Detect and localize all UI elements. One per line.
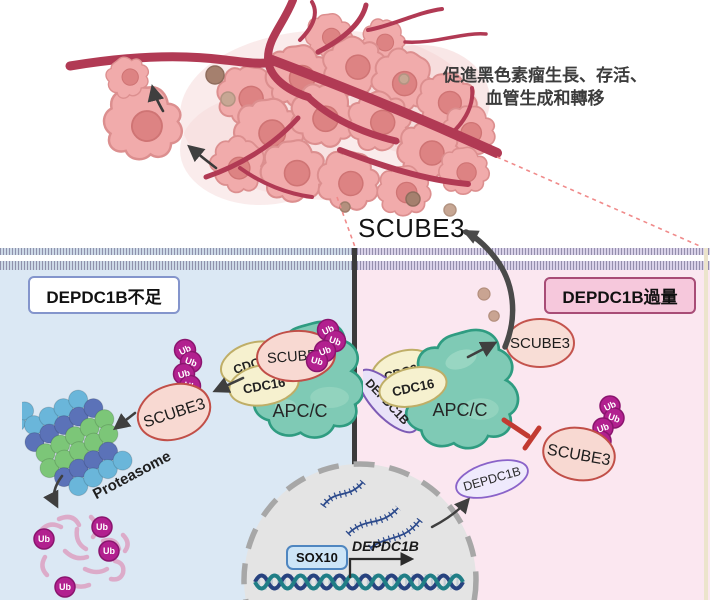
ub-label: Ub	[96, 522, 108, 532]
dna-helix	[253, 573, 465, 591]
left-panel-title: DEPDC1B不足	[28, 276, 180, 314]
ub-label: Ub	[103, 546, 115, 556]
membrane-inner-leaflet	[0, 261, 354, 270]
proteasome-icon	[22, 389, 133, 497]
stromal-spheres	[205, 65, 457, 217]
metastasis-arrows	[147, 84, 218, 170]
metastasizing-cells	[98, 48, 189, 166]
apc-label: APC/C	[272, 401, 327, 421]
scube3-ubiquitinated-right: Ub Ub Ub Ub SCUBE3	[542, 395, 625, 482]
ub-label: Ub	[310, 355, 325, 368]
callout-dashed-lines	[336, 156, 703, 248]
ub-label: Ub	[602, 399, 618, 413]
membrane-outer-leaflet	[0, 248, 354, 255]
apc-label: APC/C	[432, 400, 487, 420]
membrane-inner-leaflet	[354, 261, 710, 270]
right-panel-title-text: DEPDC1B過量	[562, 288, 678, 307]
ub-label: Ub	[318, 344, 333, 358]
ub-label: Ub	[184, 355, 199, 369]
scube3-secreted-right: SCUBE3	[505, 318, 575, 368]
free-ubiquitin	[33, 516, 120, 598]
ub-label: Ub	[177, 367, 192, 380]
ub-label: Ub	[320, 323, 336, 337]
right-edge-strip	[704, 248, 708, 600]
ubiquitin-chain	[305, 318, 347, 373]
right-panel-title: DEPDC1B過量	[544, 277, 696, 314]
apc-complex-left: CDC20 CDC16 SCUBE3 APC/C Ub Ub Ub Ub	[220, 318, 365, 439]
ub-label: Ub	[38, 534, 50, 544]
secreted-scube3-label: SCUBE3	[358, 213, 466, 243]
cell-membrane-right	[354, 248, 710, 270]
caption-line-1: 促進黑色素瘤生長、存活、	[443, 66, 647, 85]
ub-label: Ub	[59, 582, 71, 592]
caption-text: 促進黑色素瘤生長、存活、 血管生成和轉移	[433, 64, 657, 110]
panel-divider	[352, 248, 357, 600]
cell-membrane-left	[0, 248, 354, 270]
ub-label: Ub	[596, 421, 611, 435]
apc-complex-right: CDC20 DEPDC1B CDC16 APC/C	[363, 328, 520, 450]
depdc1b-protein: DEPDC1B	[455, 459, 529, 499]
transcription-start-arrow	[348, 552, 415, 578]
apc-blob	[403, 328, 520, 450]
depdc1b-gene-label: DEPDC1B	[352, 538, 419, 554]
blood-vessels	[65, 0, 502, 199]
caption-line-2: 血管生成和轉移	[485, 89, 605, 108]
sox10-label: SOX10	[296, 550, 338, 565]
melanoma-tumor-illustration	[65, 0, 703, 248]
sox10-transcription-factor: SOX10	[286, 545, 348, 570]
tumor-cell-cluster	[199, 10, 501, 220]
degraded-peptides: Ub Ub Ub Ub	[33, 514, 130, 598]
membrane-outer-leaflet	[354, 248, 710, 255]
ub-label: Ub	[177, 343, 193, 357]
ub-label: Ub	[328, 334, 343, 348]
ub-label: Ub	[607, 411, 622, 425]
scube3-ubiquitinated-left: Ub Ub Ub Ub SCUBE3	[136, 338, 212, 442]
mrna-transcripts	[320, 479, 423, 551]
scube3-secreted-label: SCUBE3	[510, 335, 570, 352]
cdc16-label: CDC16	[242, 374, 287, 396]
left-panel-title-text: DEPDC1B不足	[46, 287, 162, 307]
